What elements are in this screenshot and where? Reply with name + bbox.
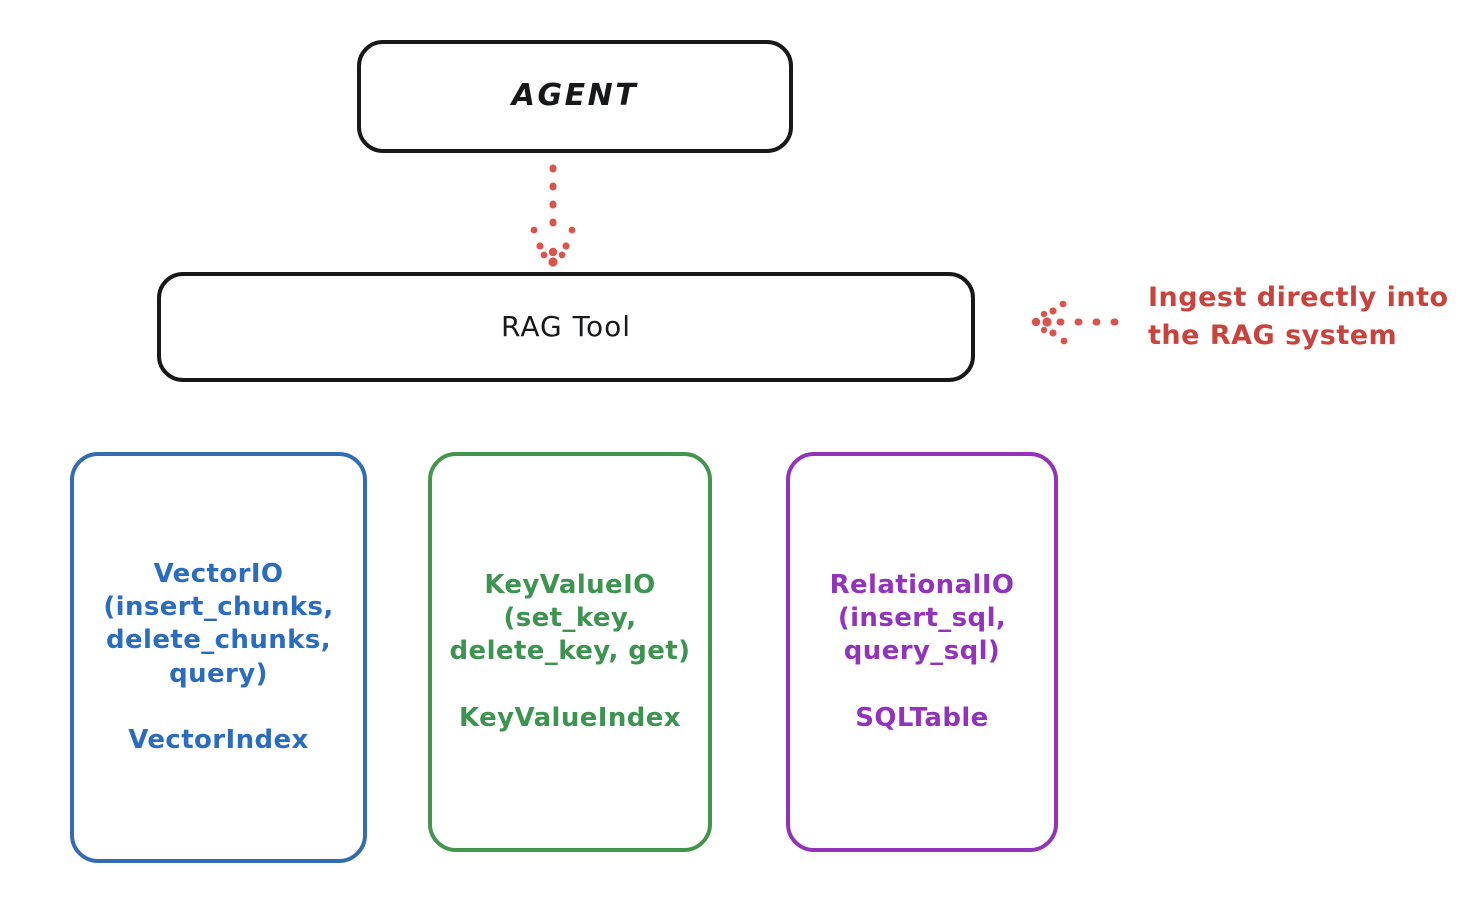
arrowhead-dot	[1031, 317, 1041, 327]
arrowhead-dot	[1042, 317, 1052, 327]
node-rag-tool-label: RAG Tool	[501, 310, 631, 344]
arrowhead-dot	[1040, 326, 1048, 334]
node-relational-io[interactable]: RelationalIO (insert_sql, query_sql) SQL…	[786, 452, 1058, 852]
node-vector-io[interactable]: VectorIO (insert_chunks, delete_chunks, …	[70, 452, 367, 863]
arrowhead-dot	[1040, 310, 1048, 318]
edge-ingest-to-rag-tool	[1031, 300, 1136, 345]
arrowhead-dot	[1049, 329, 1057, 337]
arrowhead-dot	[540, 251, 548, 259]
arrowhead-dot	[568, 226, 576, 234]
node-rag-tool[interactable]: RAG Tool	[157, 272, 975, 382]
node-relational-io-label: RelationalIO (insert_sql, query_sql) SQL…	[829, 569, 1015, 733]
arrowhead-dot	[1059, 300, 1067, 308]
arrowhead-dot	[548, 247, 558, 257]
node-key-value-io[interactable]: KeyValueIO (set_key, delete_key, get) Ke…	[428, 452, 712, 852]
arrowhead-dot	[548, 257, 558, 267]
node-agent[interactable]: AGENT	[357, 40, 793, 153]
arrowhead-dot	[1060, 337, 1068, 345]
node-vector-io-label: VectorIO (insert_chunks, delete_chunks, …	[103, 558, 334, 756]
node-agent-label: AGENT	[511, 78, 639, 114]
arrowhead-dot	[530, 226, 538, 234]
arrowhead-dot	[536, 242, 544, 250]
arrowhead-dot	[558, 251, 566, 259]
arrowhead-dot	[1049, 307, 1057, 315]
annotation-ingest: Ingest directly into the RAG system	[1148, 282, 1449, 352]
node-key-value-io-label: KeyValueIO (set_key, delete_key, get) Ke…	[449, 569, 691, 733]
edge-agent-to-rag-tool	[530, 164, 576, 267]
arrowhead-dot	[562, 242, 570, 250]
